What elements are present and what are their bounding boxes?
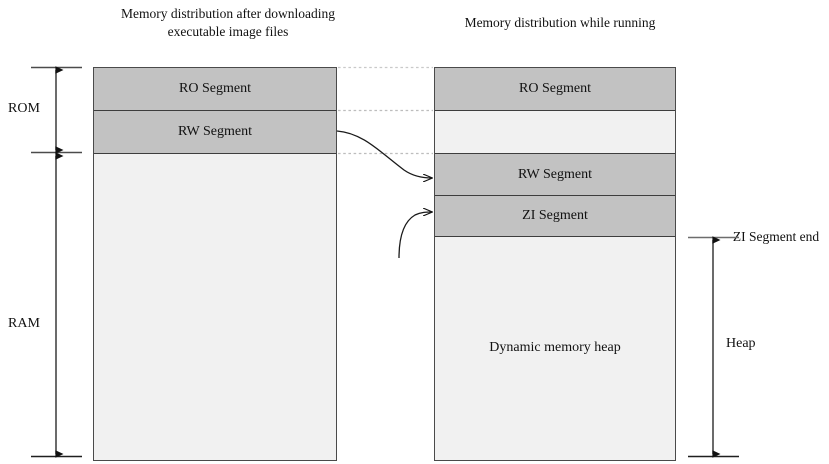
curved-arrow-icon-rw-copy (336, 130, 432, 178)
left-memory-box: RO Segment RW Segment (93, 67, 337, 461)
curved-arrow-icon-zi-init (398, 212, 432, 259)
ram-extent-label: RAM (8, 316, 40, 331)
right-segment-heap: Dynamic memory heap (435, 237, 675, 459)
heap-extent-label: Heap (726, 336, 756, 351)
zi-segment-end-label: ZI Segment end (732, 229, 820, 244)
left-segment-rw: RW Segment (94, 111, 336, 154)
left-column-title: Memory distribution after downloading ex… (120, 6, 336, 39)
right-segment-gap (435, 111, 675, 154)
right-column-title: Memory distribution while running (464, 15, 656, 30)
left-ruler-ticks (31, 66, 82, 458)
right-segment-zi: ZI Segment (435, 196, 675, 237)
right-segment-ro: RO Segment (435, 68, 675, 111)
left-segment-ro: RO Segment (94, 68, 336, 111)
right-segment-rw: RW Segment (435, 154, 675, 196)
rom-extent-label: ROM (8, 101, 40, 116)
connector-lines (338, 66, 433, 155)
left-segment-free (94, 154, 336, 459)
right-memory-box: RO Segment RW Segment ZI Segment Dynamic… (434, 67, 676, 461)
